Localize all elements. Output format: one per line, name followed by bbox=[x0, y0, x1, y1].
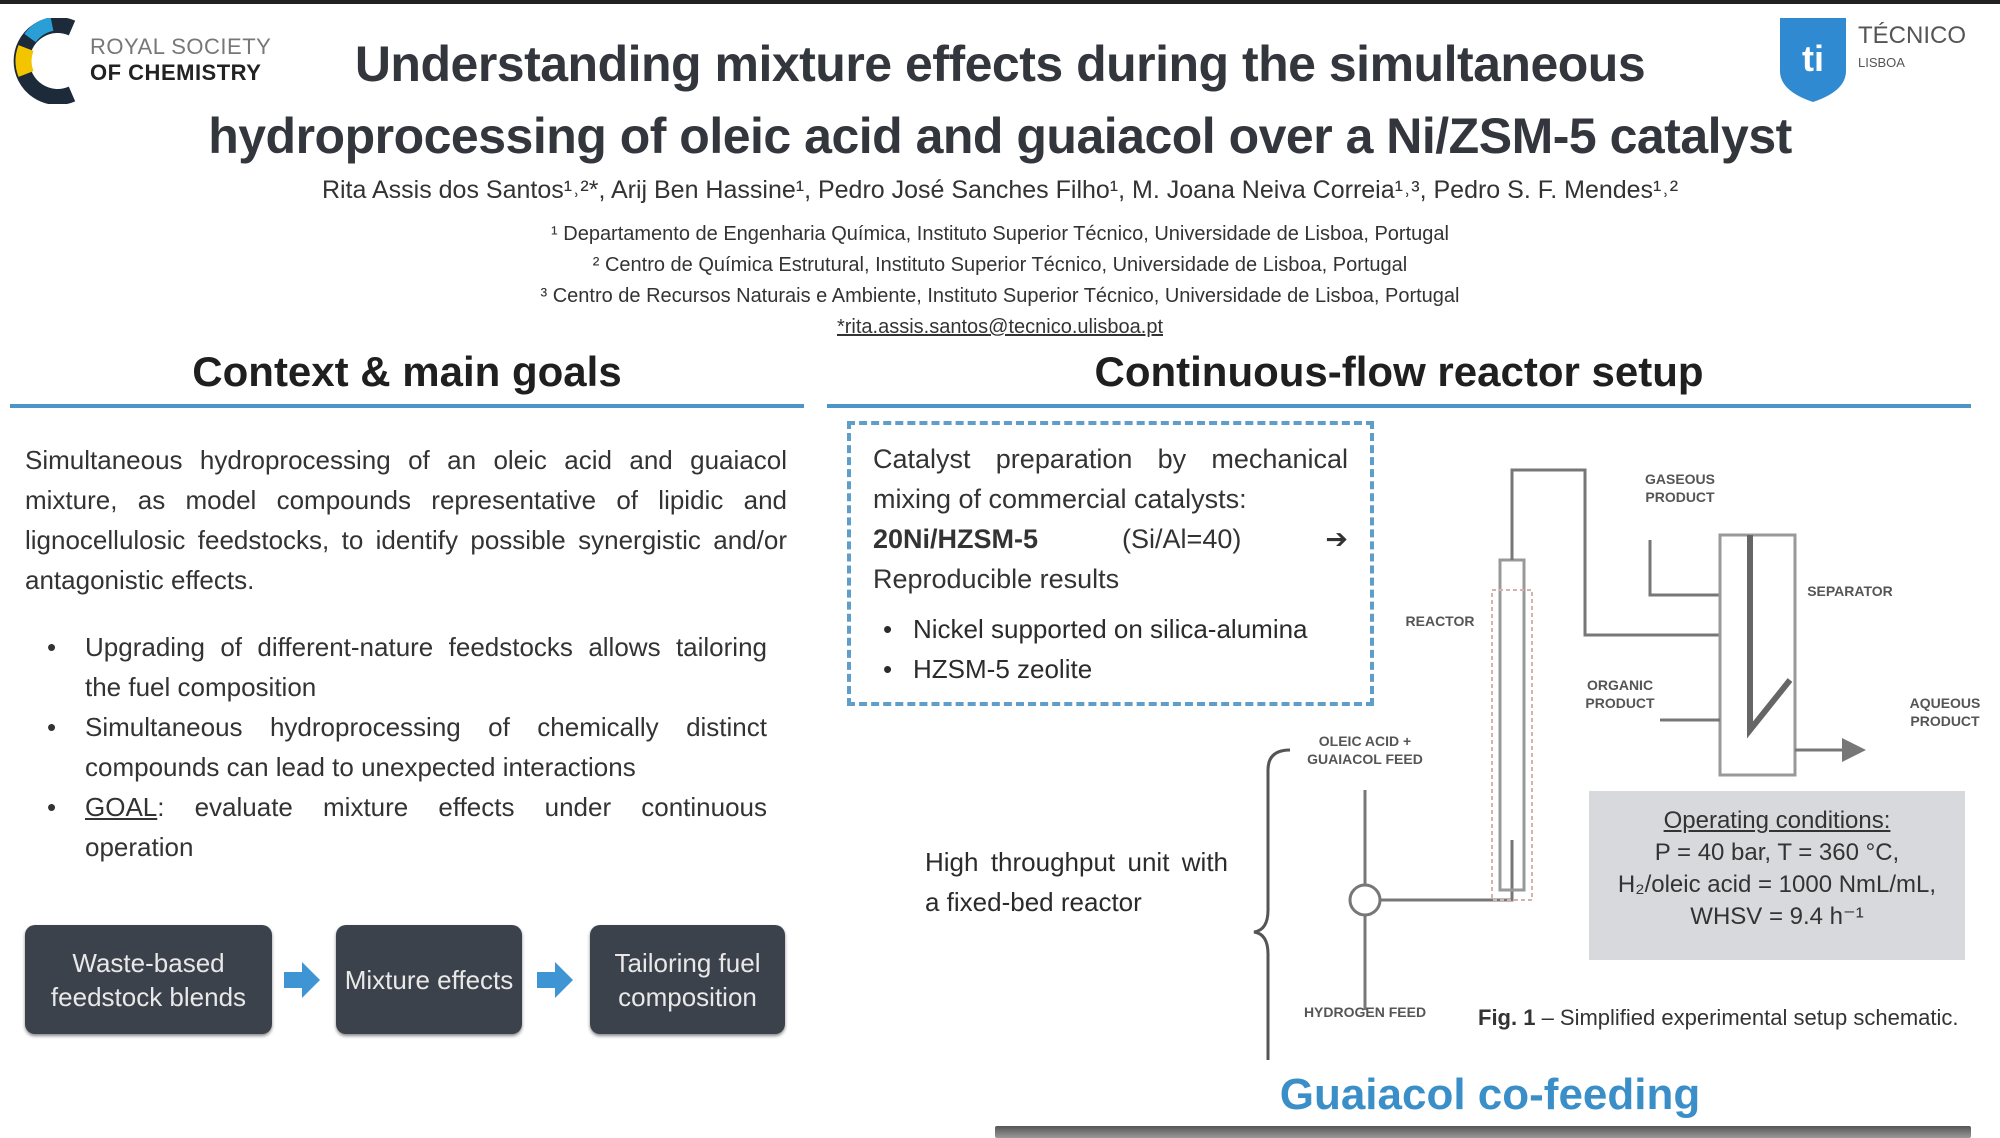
affiliation-3: ³ Centro de Recursos Naturais e Ambiente… bbox=[540, 285, 1460, 307]
catalyst-bullet: HZSM-5 zeolite bbox=[873, 649, 1348, 689]
guaiacol-heading: Guaiacol co-feeding bbox=[1279, 1070, 1701, 1119]
reproducible-text: Reproducible results bbox=[873, 564, 1120, 594]
label-hydrogen-feed: HYDROGEN FEED bbox=[1303, 1004, 1427, 1020]
arrow-right-icon: ➔ bbox=[1325, 524, 1348, 554]
affiliation-1: ¹ Departamento de Engenharia Química, In… bbox=[551, 223, 1449, 245]
setup-divider bbox=[827, 404, 1971, 408]
figure-caption: Fig. 1 – Simplified experimental setup s… bbox=[1478, 1005, 1959, 1031]
valve-icon bbox=[1348, 883, 1382, 917]
guaiacol-table-top bbox=[995, 1126, 1971, 1138]
flow-box-tailoring: Tailoring fuel composition bbox=[590, 925, 785, 1034]
title-line-2: hydroprocessing of oleic acid and guaiac… bbox=[208, 108, 1792, 164]
flow-box-mixture: Mixture effects bbox=[336, 925, 522, 1034]
bullet-item: Simultaneous hydroprocessing of chemical… bbox=[25, 707, 767, 787]
svg-text:ti: ti bbox=[1802, 38, 1824, 79]
label-gaseous-product: GASEOUS PRODUCT bbox=[1644, 471, 1715, 505]
setup-heading: Continuous-flow reactor setup bbox=[1094, 348, 1704, 395]
brace-icon bbox=[1253, 748, 1291, 1060]
title-line-1: Understanding mixture effects during the… bbox=[354, 36, 1646, 92]
catalyst-name: 20Ni/HZSM-5 bbox=[873, 524, 1039, 554]
catalyst-text: Catalyst preparation by mechanical mixin… bbox=[873, 444, 1348, 514]
goal-label: GOAL bbox=[85, 792, 158, 822]
caption-text: – Simplified experimental setup schemati… bbox=[1535, 1005, 1959, 1030]
context-heading: Context & main goals bbox=[192, 348, 622, 395]
unit-text: High throughput unit with a fixed-bed re… bbox=[925, 847, 1228, 917]
operating-line: H₂/oleic acid = 1000 NmL/mL, bbox=[1617, 871, 1937, 898]
operating-line: WHSV = 9.4 h⁻¹ bbox=[1690, 903, 1864, 930]
goal-text: : evaluate mixture effects under continu… bbox=[85, 792, 767, 862]
bullet-item-goal: GOAL: evaluate mixture effects under con… bbox=[25, 787, 767, 867]
bullet-item: Upgrading of different-nature feedstocks… bbox=[25, 627, 767, 707]
catalyst-bullet: Nickel supported on silica-alumina bbox=[873, 609, 1348, 649]
context-divider bbox=[10, 404, 804, 408]
catalyst-ratio: (Si/Al=40) bbox=[1122, 524, 1242, 554]
top-border bbox=[0, 0, 2000, 4]
label-organic-product: ORGANIC PRODUCT bbox=[1585, 677, 1655, 711]
operating-heading: Operating conditions: bbox=[1663, 807, 1891, 834]
affiliation-2: ² Centro de Química Estrutural, Institut… bbox=[592, 254, 1408, 276]
operating-line: P = 40 bar, T = 360 °C, bbox=[1654, 839, 1900, 866]
catalyst-box: Catalyst preparation by mechanical mixin… bbox=[847, 421, 1374, 706]
arrow-right-icon bbox=[537, 962, 573, 998]
context-paragraph: Simultaneous hydroprocessing of an oleic… bbox=[25, 445, 787, 595]
caption-label: Fig. 1 bbox=[1478, 1005, 1536, 1030]
poster-title: Understanding mixture effects during the… bbox=[150, 28, 1850, 172]
flow-box-feedstock: Waste-based feedstock blends bbox=[25, 925, 272, 1034]
label-aqueous-product: AQUEOUS PRODUCT bbox=[1909, 695, 1981, 729]
setup-schematic bbox=[1253, 468, 1866, 1060]
label-feed: OLEIC ACID + GUAIACOL FEED bbox=[1307, 733, 1423, 767]
context-bullets: Upgrading of different-nature feedstocks… bbox=[25, 627, 767, 867]
arrow-right-icon bbox=[284, 962, 320, 998]
tecnico-shield-icon: ti bbox=[1780, 18, 1846, 102]
rsc-logo-mark bbox=[13, 17, 76, 105]
label-separator: SEPARATOR bbox=[1807, 583, 1893, 599]
authors: Rita Assis dos Santos¹˒²*, Arij Ben Hass… bbox=[321, 176, 1679, 204]
email-link[interactable]: *rita.assis.santos@tecnico.ulisboa.pt bbox=[836, 316, 1163, 338]
label-reactor: REACTOR bbox=[1405, 613, 1475, 629]
operating-conditions-box: Operating conditions: P = 40 bar, T = 36… bbox=[1589, 791, 1965, 960]
